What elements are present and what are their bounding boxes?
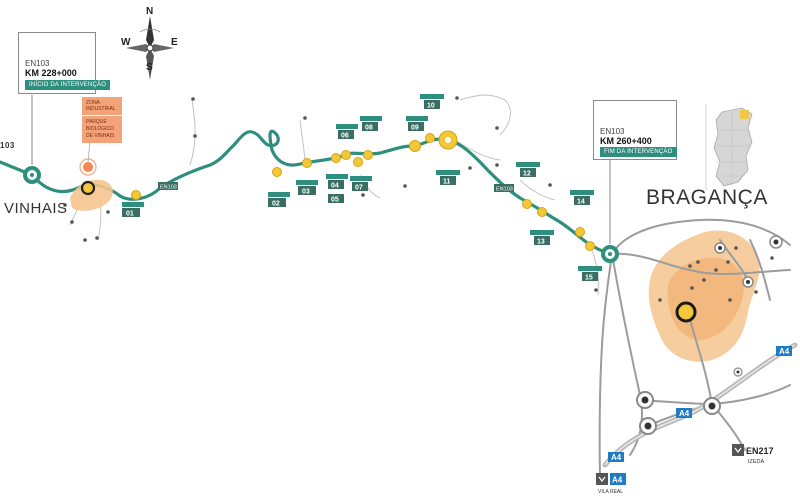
svg-text:10: 10 — [427, 103, 435, 110]
svg-text:A4: A4 — [679, 409, 690, 418]
start-callout: EN103 KM 228+000 INÍCIO DA INTERVENÇÃO — [18, 32, 111, 94]
segment-07: 07 — [350, 176, 372, 192]
portugal-inset-map — [705, 104, 753, 190]
a4-badge-3: A4 — [608, 452, 624, 462]
segment-14: 14 — [570, 190, 594, 206]
compass-n: N — [146, 6, 153, 17]
segment-11: 11 — [436, 170, 460, 186]
segment-13: 13 — [530, 230, 554, 246]
svg-text:01: 01 — [126, 211, 134, 218]
poi-parque-biologico: PARQUE BIOLÓGICO DE VINHAIS — [82, 116, 122, 143]
town-vinhais: VINHAIS — [4, 200, 68, 217]
segment-15: 15 — [578, 266, 602, 282]
end-callout-tag: FIM DA INTERVENÇÃO — [600, 147, 677, 157]
segment-12: 12 — [516, 162, 540, 178]
svg-text:EN103: EN103 — [160, 185, 177, 191]
svg-text:A4: A4 — [779, 347, 790, 356]
svg-text:09: 09 — [411, 125, 419, 132]
start-callout-tag: INÍCIO DA INTERVENÇÃO — [25, 80, 111, 90]
svg-text:EN103: EN103 — [496, 187, 513, 193]
svg-text:03: 03 — [302, 189, 310, 196]
svg-text:05: 05 — [331, 197, 339, 204]
svg-text:08: 08 — [365, 125, 373, 132]
label-izeda: IZEDA — [748, 459, 765, 465]
segment-10: 10 — [420, 94, 444, 110]
start-marker — [23, 166, 41, 184]
end-marker — [601, 245, 619, 263]
svg-text:A4: A4 — [612, 476, 623, 485]
svg-text:12: 12 — [523, 171, 531, 178]
braganca-center-ring — [675, 301, 697, 323]
vinhais-urban-area — [70, 179, 113, 211]
route-nodes — [131, 133, 595, 251]
svg-text:11: 11 — [443, 179, 451, 186]
end-callout: EN103 KM 260+400 FIM DA INTERVENÇÃO — [593, 100, 677, 160]
compass-s: S — [146, 62, 153, 73]
a4-badge-1: A4 — [776, 346, 792, 356]
segment-08: 08 — [360, 116, 382, 132]
road-label-en103-b: EN103 — [494, 184, 514, 193]
segment-02: 02 — [268, 192, 290, 208]
a4-badge-2: A4 — [676, 408, 692, 418]
compass-e: E — [171, 37, 178, 48]
poi-zona-industrial: ZONA INDUSTRIAL — [82, 97, 122, 115]
a4-badge-4: A4 — [596, 473, 626, 485]
edge-road-label: 103 — [0, 141, 15, 150]
poi-marker — [83, 162, 93, 172]
map-dots — [63, 96, 774, 302]
town-braganca: BRAGANÇA — [646, 186, 768, 209]
major-node-center — [445, 137, 451, 143]
svg-text:EN217: EN217 — [746, 446, 774, 456]
end-callout-km: KM 260+400 — [600, 136, 652, 146]
vinhais-center-ring — [80, 180, 96, 196]
start-callout-km: KM 228+000 — [25, 68, 77, 78]
junctions — [636, 235, 783, 435]
segment-01: 01 — [122, 202, 144, 218]
compass-icon — [126, 16, 174, 80]
svg-text:A4: A4 — [611, 453, 622, 462]
svg-text:07: 07 — [355, 185, 363, 192]
segment-labels: 01 02 03 04 05 06 07 08 09 10 11 12 13 1… — [122, 94, 602, 282]
segment-04: 04 — [326, 174, 348, 190]
segment-06: 06 — [336, 124, 358, 140]
start-callout-road: EN103 — [25, 59, 50, 68]
segment-09: 09 — [406, 116, 428, 132]
svg-text:06: 06 — [341, 133, 349, 140]
segment-03: 03 — [296, 180, 318, 196]
compass-w: W — [121, 37, 131, 48]
road-label-en103-a: EN103 — [158, 182, 178, 191]
svg-text:14: 14 — [577, 199, 585, 206]
svg-text:15: 15 — [585, 275, 593, 282]
segment-05: 05 — [328, 194, 344, 204]
svg-text:02: 02 — [272, 201, 280, 208]
svg-text:04: 04 — [331, 183, 339, 190]
en217-badge: EN217 — [732, 444, 774, 456]
end-callout-road: EN103 — [600, 127, 625, 136]
label-vila-real: VILA REAL — [598, 489, 623, 495]
svg-text:13: 13 — [537, 239, 545, 246]
poi-callout-stem — [87, 139, 91, 163]
